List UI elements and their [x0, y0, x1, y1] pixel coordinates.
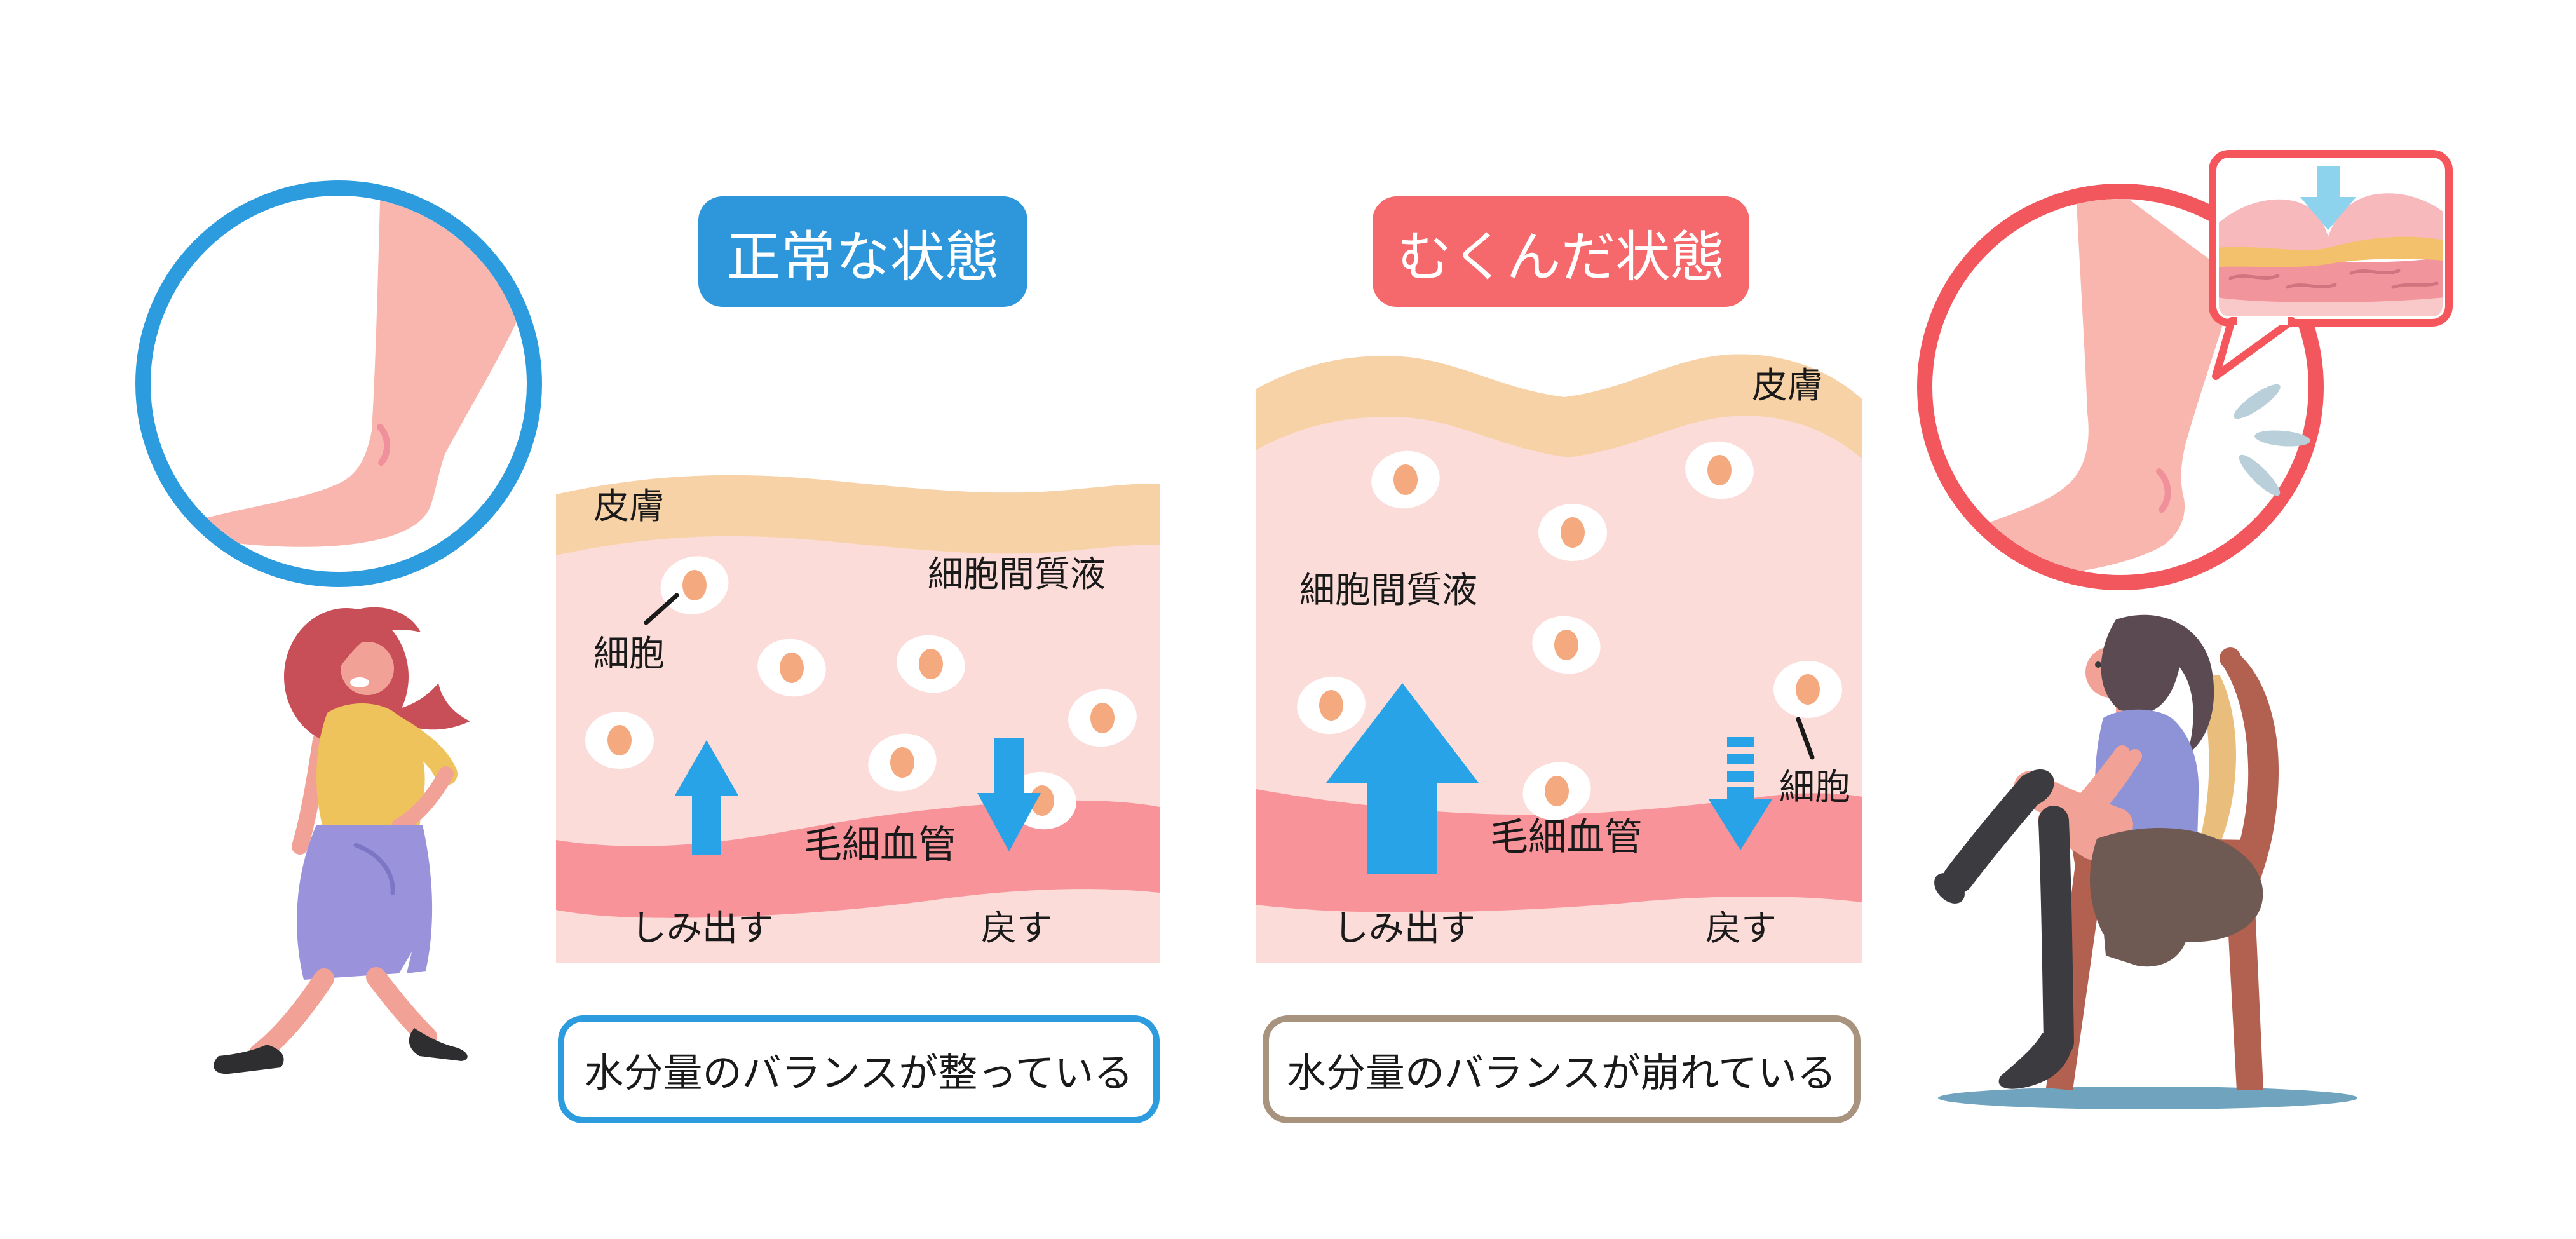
cell-nuclei: [607, 570, 1115, 816]
vein-squiggles: [2228, 269, 2439, 289]
ankle-crease: [2156, 468, 2171, 513]
normal-skin-label: 皮膚: [593, 486, 665, 527]
normal-skin-diagram: [556, 475, 1160, 963]
ache-marks-icon: [2234, 384, 2310, 496]
skin-band: [556, 475, 1160, 555]
swollen-return-label: 戻す: [1705, 908, 1777, 949]
hair-flick: [381, 683, 470, 730]
leg-left: [249, 968, 334, 1064]
dashed-down-arrow-icon: [1709, 737, 1772, 850]
down-arrow-icon: [977, 738, 1041, 851]
skirt: [2090, 827, 2263, 942]
title-badge-normal-label: 正常な状態: [726, 225, 1000, 289]
title-badge-normal: 正常な状態: [698, 196, 1027, 307]
hair: [2101, 614, 2214, 755]
skirt: [297, 825, 433, 980]
swollen-skin-diagram: [1256, 354, 1862, 963]
pressed-skin-bubble: [2209, 150, 2453, 380]
swollen-seep-label: しみ出す: [1333, 908, 1475, 949]
smile: [350, 677, 369, 687]
sock-standing-foot: [1998, 1033, 2073, 1089]
cell-pointer-line: [1796, 717, 1815, 760]
large-up-arrow-icon: [1326, 683, 1479, 874]
eye: [2095, 661, 2101, 668]
normal-foot: [189, 196, 527, 547]
ankle-crease: [377, 424, 391, 466]
press-down-arrow-icon: [2300, 166, 2356, 230]
up-arrow-icon: [675, 740, 738, 855]
caption-normal-text: 水分量のバランスが整っている: [584, 1050, 1134, 1096]
leg-right: [366, 967, 437, 1047]
title-badge-swollen-label: むくんだ状態: [1397, 225, 1725, 289]
caption-box-swollen: 水分量のバランスが崩れている: [1263, 1015, 1861, 1123]
swollen-capillary-label: 毛細血管: [1490, 815, 1643, 860]
chair-backrest: [2220, 653, 2279, 888]
vessel-layer: [2219, 257, 2443, 302]
standing-woman-illustration: [214, 607, 470, 1074]
chair-backrest-top: [2220, 647, 2241, 669]
forearm: [391, 766, 454, 834]
floor-shadow: [1938, 1087, 2357, 1109]
normal-return-label: 戻す: [981, 908, 1052, 949]
swollen-cell-label: 細胞: [1779, 767, 1850, 808]
hair-front: [323, 607, 421, 680]
skin-surface-dented: [2219, 193, 2443, 250]
normal-capillary-label: 毛細血管: [804, 823, 956, 867]
title-badge-swollen: むくんだ状態: [1373, 196, 1749, 307]
normal-seep-label: しみ出す: [631, 908, 773, 949]
swollen-foot: [1955, 199, 2237, 575]
normal-interstitial-label: 細胞間質液: [928, 554, 1106, 595]
sock-standing-leg: [2038, 806, 2074, 1057]
cell-pointer-line: [644, 593, 679, 625]
caption-box-normal: 水分量のバランスが整っている: [558, 1015, 1160, 1123]
sock-crossed-foot: [1934, 873, 1965, 904]
normal-ankle-circle: [135, 180, 542, 587]
caption-swollen-text: 水分量のバランスが崩れている: [1287, 1050, 1836, 1096]
skin-band-swollen: [1256, 354, 1862, 459]
sitting-woman-illustration: [1934, 614, 2357, 1109]
shoe-right: [409, 1028, 468, 1061]
shoe-left: [214, 1045, 284, 1074]
normal-cell-label: 細胞: [593, 633, 665, 675]
skirt-front: [2103, 926, 2187, 967]
swollen-skin-label: 皮膚: [1752, 365, 1823, 407]
cell-nuclei: [1319, 455, 1820, 806]
skirt-pocket-line: [353, 843, 395, 895]
sock-cuff: [2015, 769, 2054, 807]
swollen-interstitial-label: 細胞間質液: [1299, 570, 1477, 611]
